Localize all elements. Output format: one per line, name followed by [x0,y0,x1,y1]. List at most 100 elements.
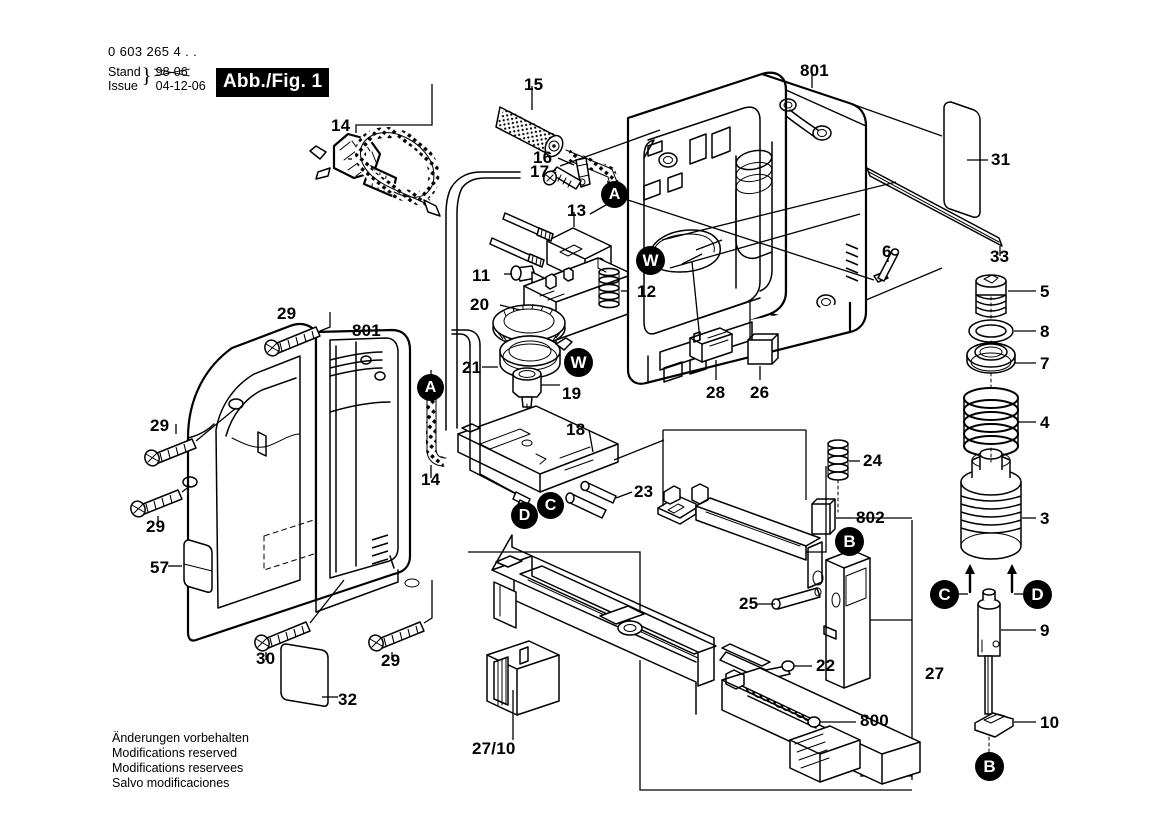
stand-date-struck: 98-06 [155,65,188,79]
marker-C-mid: C [537,492,564,519]
part-5-plug [975,274,1036,318]
callout-7: 7 [1040,354,1050,373]
footer-line-en: Modifications reserved [112,746,238,760]
callout-6: 6 [882,242,892,261]
stand-label: Stand [108,65,141,79]
callout-26: 26 [750,383,770,402]
callout-29-a: 29 [277,304,297,323]
part-32-plate [280,643,338,707]
callout-27-10: 27/10 [472,739,516,758]
callout-13: 13 [567,201,587,220]
magazine-rail [468,534,717,715]
callout-11: 11 [472,266,491,285]
callout-57: 57 [150,558,170,577]
callout-16: 16 [533,148,553,167]
part-24-spring [827,439,860,513]
callout-12: 12 [637,282,657,301]
header-block: 0 603 265 4 . . Stand Issue } 98-06 04-1… [108,44,206,93]
part-21-coil [482,335,573,379]
part-17-screw [542,166,582,190]
part-6-pin [873,248,900,283]
callout-4: 4 [1040,413,1050,432]
callout-18: 18 [566,420,586,439]
part-14-cord [309,84,441,217]
callout-14-left: 14 [421,470,441,489]
part-23-pins [565,480,633,519]
marker-W-top: W [636,246,665,275]
part-12-spring [598,267,634,309]
callout-23: 23 [634,482,654,501]
callout-29-b: 29 [150,416,170,435]
callout-17: 17 [530,162,550,181]
callout-25: 25 [739,594,759,613]
footer-line-es: Salvo modificaciones [112,776,230,790]
footer-line-de: Änderungen vorbehalten [112,731,249,745]
callout-801-top: 801 [800,61,829,80]
part-28-contact [689,327,733,380]
part-10-tip [974,712,1036,755]
callout-802: 802 [856,508,885,527]
callout-14-top: 14 [331,116,351,135]
part-2710-magazine-box [486,640,560,740]
part-57-pad [168,539,213,593]
harness-cd [445,171,535,515]
callout-21: 21 [462,358,482,377]
callout-29-c: 29 [146,517,166,536]
part-800-spring-rail [639,660,921,791]
marker-W-mid: W [564,348,593,377]
callout-28: 28 [706,383,726,402]
callout-10: 10 [1040,713,1060,732]
callout-9: 9 [1040,621,1050,640]
callout-801-left: 801 [352,321,381,340]
marker-A-left: A [417,374,444,401]
part-18-baseplate [457,405,619,493]
marker-B-mid: B [835,527,864,556]
rail-upper [657,466,827,561]
callout-15: 15 [524,75,544,94]
callout-800: 800 [860,711,889,730]
callout-29-d: 29 [381,651,401,670]
part-4-spring [963,371,1036,457]
callout-20: 20 [470,295,490,314]
footer-line-fr: Modifications reservees [112,761,244,775]
issue-date: 04-12-06 [155,79,206,93]
part-number: 0 603 265 4 . . [108,44,198,59]
part-9-driver [977,588,1036,715]
part-8-oring [968,295,1036,343]
callout-3: 3 [1040,509,1050,528]
callout-31: 31 [991,150,1011,169]
brace-glyph: } [141,63,152,87]
construction-leaders [559,103,943,506]
callout-32: 32 [338,690,358,709]
callout-27: 27 [925,664,945,683]
stand-issue-labels: Stand Issue [108,65,141,93]
callout-22: 22 [816,656,836,675]
part-26-pad [747,333,779,380]
figure-badge: Abb./Fig. 1 [216,68,330,97]
part-25-pin [756,587,822,610]
marker-D-right: D [1023,580,1052,609]
part-801-right-housing [626,71,868,385]
issue-label: Issue [108,79,138,93]
callout-19: 19 [562,384,582,403]
part-19-cap [512,367,560,441]
date-values: 98-06 04-12-06 [156,65,206,93]
part-801-left-housing [182,322,420,642]
part-31-plate [943,101,988,218]
marker-B-bottom: B [975,752,1004,781]
marker-A-top: A [601,181,628,208]
part-7-cap [966,337,1036,374]
marker-D-mid: D [511,502,538,529]
leader-A2-14 [426,370,447,478]
callout-8: 8 [1040,322,1050,341]
callout-24: 24 [863,451,883,470]
footer-disclaimer: Änderungen vorbehalten Modifications res… [112,731,249,791]
callout-5: 5 [1040,282,1050,301]
marker-C-right: C [930,580,959,609]
callout-33: 33 [990,247,1010,266]
callout-30: 30 [256,649,276,668]
part-3-cylinder [960,447,1036,560]
arrows-cd-right [959,564,1023,595]
